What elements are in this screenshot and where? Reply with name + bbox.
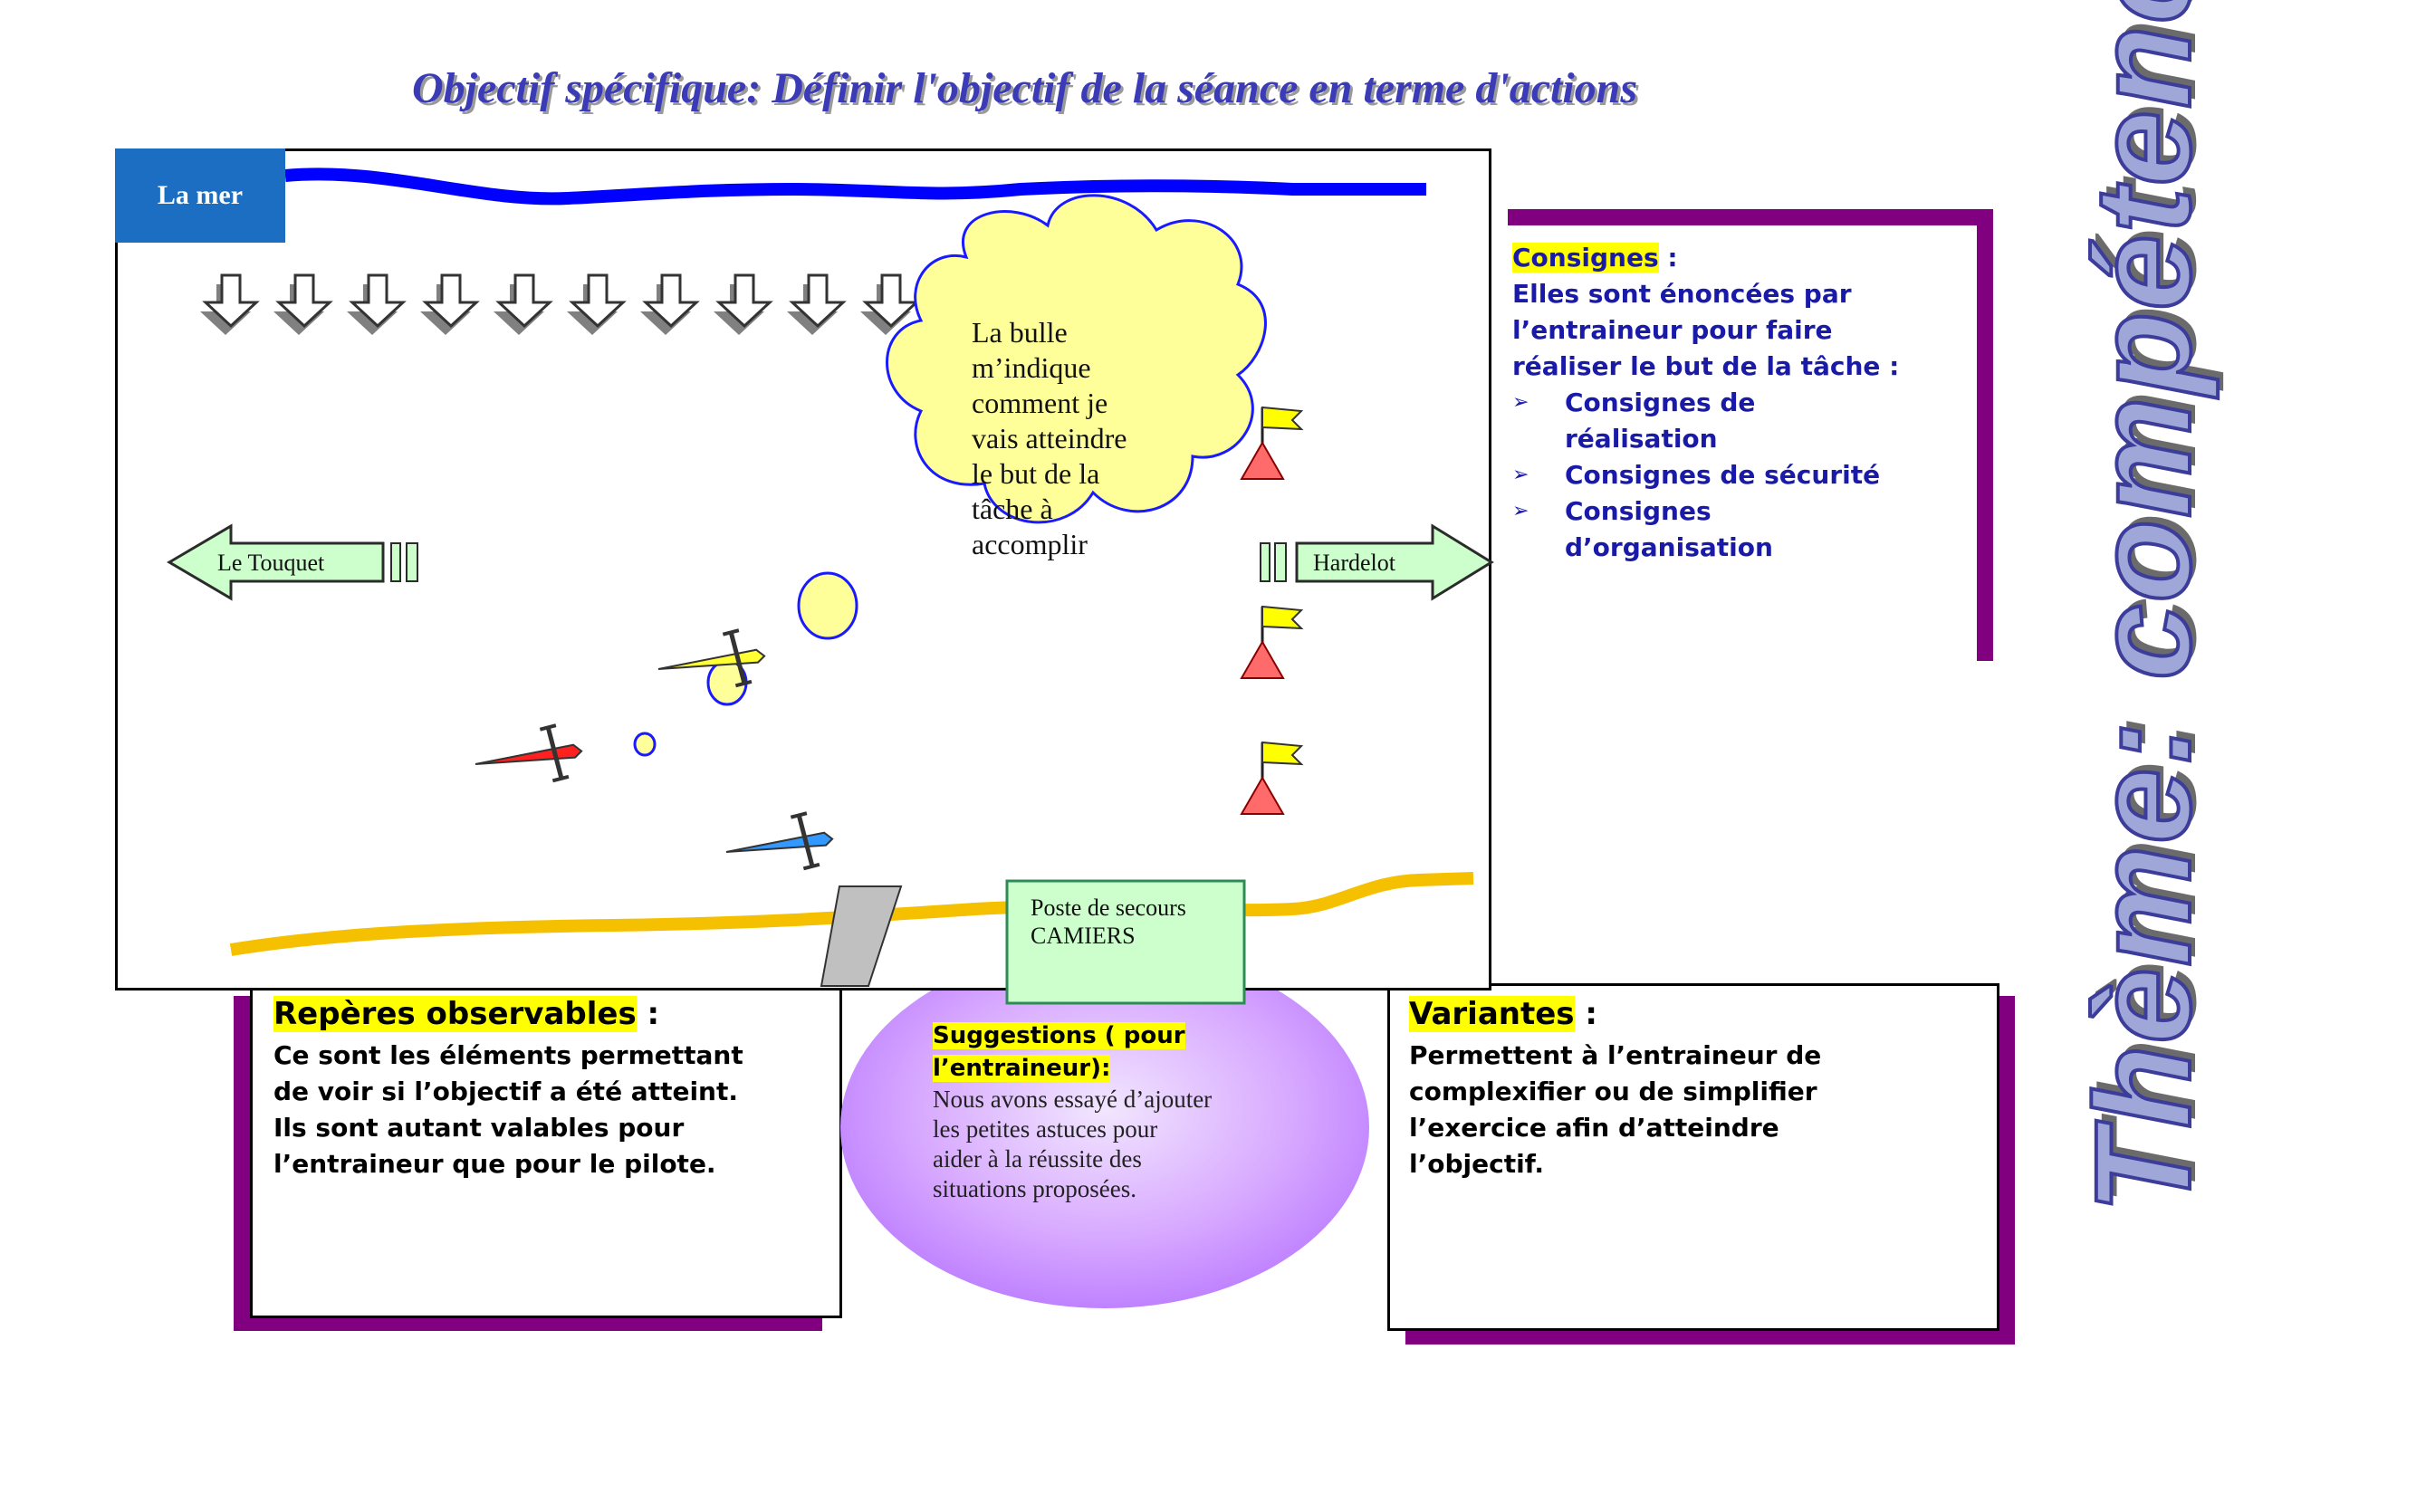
bubble-line: m’indique	[972, 351, 1091, 384]
buoy-flag-icon	[1240, 741, 1304, 815]
reperes-line: Ce sont les éléments permettant	[273, 1040, 743, 1070]
bullet-arrow-icon: ➢	[1512, 391, 1529, 414]
wind-arrow-icon	[860, 273, 920, 335]
variantes-box	[1387, 983, 1999, 1331]
suggestions-heading-line: l’entraineur):	[933, 1055, 1111, 1082]
suggestions-line: Nous avons essayé d’ajouter	[933, 1086, 1213, 1113]
buoy-flag-icon	[1240, 406, 1304, 480]
suggestions-line: les petites astuces pour	[933, 1115, 1158, 1143]
bubble-line: accomplir	[972, 528, 1088, 560]
bubble-line: le but de la	[972, 457, 1099, 490]
reperes-heading-suffix: :	[636, 996, 660, 1032]
buoy-flag-icon	[1240, 605, 1304, 679]
wind-arrow-icon	[494, 273, 553, 335]
reperes-line: Ils sont autant valables pour	[273, 1113, 685, 1143]
reperes-box	[250, 978, 842, 1318]
variantes-line: Permettent à l’entraineur de	[1409, 1040, 1822, 1070]
sand-yacht-yellow	[657, 628, 766, 688]
bubble-line: vais atteindre	[972, 422, 1127, 455]
arrow-hardelot: Hardelot	[1260, 523, 1494, 601]
reperes-heading: Repères observables	[273, 996, 637, 1032]
bubble-line: tâche à	[972, 493, 1053, 525]
consignes-block: Consignes : Elles sont énoncées par l’en…	[1512, 240, 1983, 566]
wind-arrow-icon	[420, 273, 480, 335]
consignes-frame	[1508, 209, 1993, 661]
variantes-line: l’exercice afin d’atteindre	[1409, 1113, 1779, 1143]
suggestions-text: Suggestions ( pour l’entraineur): Nous a…	[933, 1019, 1313, 1204]
reperes-line: l’entraineur que pour le pilote.	[273, 1149, 716, 1179]
wind-arrows	[200, 273, 993, 335]
wind-arrow-icon	[273, 273, 333, 335]
reperes-text: Repères observables : Ce sont les élémen…	[273, 996, 835, 1182]
page-title: Objectif spécifique: Définir l'objectif …	[412, 64, 1638, 112]
suggestions-line: aider à la réussite des	[933, 1145, 1142, 1172]
consignes-item: ➢ Consignes d’organisation	[1512, 493, 1983, 566]
variantes-line: complexifier ou de simplifier	[1409, 1077, 1817, 1106]
consignes-heading: Consignes	[1512, 243, 1659, 273]
bullet-arrow-icon: ➢	[1512, 500, 1529, 522]
consignes-item-line: Consignes de	[1565, 388, 1756, 417]
sand-yacht-blue	[725, 811, 834, 871]
le-touquet-label: Le Touquet	[217, 550, 325, 576]
rescue-post-line: Poste de secours	[1031, 895, 1186, 921]
consignes-heading-suffix: :	[1658, 243, 1678, 273]
consignes-item: ➢ Consignes de réalisation	[1512, 385, 1983, 457]
wind-arrow-icon	[787, 273, 847, 335]
wind-arrow-icon	[714, 273, 773, 335]
variantes-heading: Variantes	[1409, 996, 1575, 1032]
rescue-post-line: CAMIERS	[1031, 923, 1136, 949]
arrow-le-touquet: Le Touquet	[167, 523, 418, 601]
bullet-arrow-icon: ➢	[1512, 464, 1529, 486]
beach-diagram: La bulle m’indique comment je vais attei…	[167, 167, 1494, 1005]
suggestions-line: situations proposées.	[933, 1175, 1136, 1202]
theme-vertical-title: Thème: compétence travaillée	[2065, 0, 2220, 1215]
hardelot-label: Hardelot	[1313, 550, 1396, 576]
consignes-item-line: d’organisation	[1565, 532, 1773, 562]
consignes-intro-line: l’entraineur pour faire	[1512, 315, 1833, 345]
consignes-item: ➢ Consignes de sécurité	[1512, 457, 1983, 493]
sea-label: La mer	[115, 148, 285, 243]
consignes-intro-line: réaliser le but de la tâche :	[1512, 351, 1900, 381]
rescue-post-box	[1005, 879, 1246, 1005]
variantes-line: l’objectif.	[1409, 1149, 1544, 1179]
parking-area	[820, 885, 903, 987]
variantes-heading-suffix: :	[1574, 996, 1597, 1032]
thought-bubble-dot	[633, 732, 657, 757]
consignes-intro-line: Elles sont énoncées par	[1512, 279, 1852, 309]
beach-line	[229, 872, 1474, 956]
wind-arrow-icon	[640, 273, 700, 335]
suggestions-heading-line: Suggestions ( pour	[933, 1022, 1185, 1049]
consignes-item-line: Consignes de sécurité	[1565, 460, 1881, 490]
thought-bubble-dot	[797, 571, 858, 640]
bubble-line: comment je	[972, 387, 1108, 419]
wind-arrow-icon	[200, 273, 260, 335]
sand-yacht-red	[475, 723, 583, 783]
bubble-line: La bulle	[972, 316, 1068, 349]
wind-arrow-icon	[567, 273, 627, 335]
wind-arrow-icon	[347, 273, 407, 335]
consignes-item-line: Consignes	[1565, 496, 1712, 526]
thought-bubble	[886, 194, 1267, 524]
variantes-text: Variantes : Permettent à l’entraineur de…	[1409, 996, 1989, 1182]
sea-line	[284, 167, 1426, 206]
reperes-line: de voir si l’objectif a été atteint.	[273, 1077, 739, 1106]
consignes-item-line: réalisation	[1565, 424, 1718, 454]
